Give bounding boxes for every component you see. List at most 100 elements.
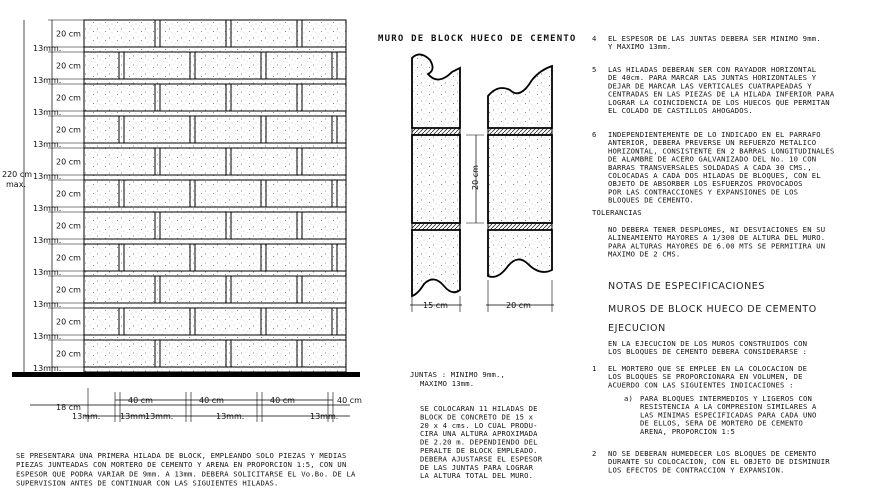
- center-note-line: DE 2.20 m. DEPENDIENDO DEL: [420, 438, 538, 447]
- center-note-line: LA ALTURA TOTAL DEL MURO.: [420, 471, 533, 480]
- note-6-line: INDEPENDIENTEMENTE DE LO INDICADO EN EL …: [608, 130, 821, 139]
- left-note-line: PIEZAS JUNTEADAS CON MORTERO DE CEMENTO …: [16, 460, 347, 469]
- dim-13mm-4: 13mm.: [310, 412, 338, 421]
- height-label-max: max.: [6, 180, 26, 189]
- left-note-line: ESPESOR QUE PODRA VARIAR DE 9mm. A 13mm.…: [16, 469, 356, 478]
- section-left-joint-top: [411, 127, 461, 136]
- dim-40cm-2: 40 cm: [199, 396, 224, 405]
- course-height-label: 20 cm: [56, 318, 81, 327]
- left-bottom-notes: SE PRESENTARA UNA PRIMERA HILADA DE BLOC…: [16, 451, 356, 488]
- note-4-line: Y MAXIMO 13mm.: [608, 42, 671, 51]
- note-4-line: EL ESPESOR DE LAS JUNTAS DEBERA SER MINI…: [608, 34, 821, 43]
- note-6-line: BLOQUES DE CEMENTO.: [608, 196, 694, 205]
- note-6-line: POR LAS CONTRACCIONES Y EXPANSIONES DE L…: [608, 187, 798, 196]
- note-a-line: PARA BLOQUES INTERMEDIOS Y LIGEROS CON: [640, 394, 812, 403]
- joint-thickness-label: 13mm.: [33, 140, 61, 149]
- joints-note-line-1: JUNTAS : MINIMO 9mm.,: [410, 370, 505, 379]
- section-right-bottom-block: [487, 229, 553, 278]
- joint-thickness-label: 13mm.: [33, 44, 61, 53]
- note-a-line: ARENA, PROPORCION 1:5: [640, 427, 735, 436]
- bottom-dimension-chain: 18 cm 13mm. 40 cm 40 cm 40 cm 40 cm 13mm…: [30, 388, 362, 422]
- center-note-line: DE LAS JUNTAS PARA LOGRAR: [420, 463, 534, 472]
- joint-thickness-label: 13mm.: [33, 236, 61, 245]
- note-5-line: EL COLADO DE CASTILLOS AHOGADOS.: [608, 106, 753, 115]
- center-note-line: DEBERA AJUSTARSE EL ESPESOR: [420, 454, 543, 463]
- center-note-line: 20 x 4 cms. LO CUAL PRODU-: [420, 421, 538, 430]
- course-height-label: 20 cm: [56, 30, 81, 39]
- height-label-220: 220 cm: [2, 170, 32, 179]
- joint-thickness-label: 13mm.: [33, 300, 61, 309]
- joint-thickness-label: 13mm.: [33, 364, 61, 373]
- dim-13mm-3: 13mm.: [216, 412, 244, 421]
- section-left-middle-block: [411, 134, 461, 224]
- left-note-line: SE PRESENTARA UNA PRIMERA HILADA DE BLOC…: [16, 451, 347, 460]
- joint-thickness-label: 13mm.: [33, 332, 61, 341]
- note-1-line: ACUERDO CON LAS SIGUIENTES INDICACIONES …: [608, 380, 794, 389]
- tolerancias-line: MAXIMO DE 2 CMS.: [608, 250, 680, 259]
- joint-thickness-label: 13mm.: [33, 204, 61, 213]
- note-2-number: 2: [592, 449, 597, 458]
- note-5-line: DE 40cm. PARA MARCAR LAS JUNTAS HORIZONT…: [608, 73, 817, 82]
- section-right-joint-top: [487, 127, 553, 136]
- note-6-line: DE ALAMBRE DE ACERO GALVANIZADO DEL No. …: [608, 155, 816, 164]
- note-1-line: EL MORTERO QUE SE EMPLEE EN LA COLOCACIO…: [608, 364, 807, 373]
- course-height-label: 20 cm: [56, 126, 81, 135]
- section-left-joint-bottom: [411, 222, 461, 231]
- joint-thickness-label: 13mm.: [33, 268, 61, 277]
- wall-elevation: [12, 19, 360, 377]
- course-height-label: 20 cm: [56, 350, 81, 359]
- course-height-label: 20 cm: [56, 190, 81, 199]
- note-a-number: a): [624, 394, 633, 403]
- note-6-line: ANTERIOR, DEBERA PREVERSE UN REFUERZO ME…: [608, 138, 816, 147]
- dim-40cm-3: 40 cm: [270, 396, 295, 405]
- note-1-number: 1: [592, 364, 597, 373]
- course-height-label: 20 cm: [56, 222, 81, 231]
- note-6-line: HORIZONTAL, CONSISTENTE EN 2 BARRAS LONG…: [608, 146, 834, 155]
- note-a-line: DE ELLOS, SERA DE MORTERO DE CEMENTO: [640, 419, 803, 428]
- spec-heading-3: EJECUCION: [608, 323, 666, 334]
- wall-courses: [84, 20, 346, 373]
- joint-thickness-label: 13mm.: [33, 108, 61, 117]
- spec-heading-1: NOTAS DE ESPECIFICACIONES: [608, 281, 765, 292]
- note-5-line: LAS HILADAS DEBERAN SER CON RAYADOR HORI…: [608, 65, 816, 74]
- note-5-line: DEJAR DE MARCAR LAS VERTICALES CUATRAPEA…: [608, 81, 812, 90]
- course-height-label: 20 cm: [56, 62, 81, 71]
- note-a-line: LAS MINIMAS ESPECIFICADAS PARA CADA UNO: [640, 410, 817, 419]
- dim-40cm-4: 40 cm: [337, 396, 362, 405]
- section-width-left: 15 cm: [423, 301, 448, 310]
- dim-18cm: 18 cm: [56, 403, 81, 412]
- center-note-line: SE COLOCARAN 11 HILADAS DE: [420, 404, 538, 413]
- dim-13mm-left: 13mm.: [72, 412, 100, 421]
- note-2-line: DURANTE SU COLOCACION, CON EL OBJETO DE …: [608, 457, 830, 466]
- ground-line: [12, 372, 360, 377]
- intro-line: LOS BLOQUES DE CEMENTO DEBERA CONSIDERAR…: [608, 347, 807, 356]
- center-note-line: BLOCK DE CONCRETO DE 15 x: [420, 412, 534, 421]
- section-left-top-block: [411, 53, 461, 129]
- section-right-top-block: [487, 64, 553, 129]
- note-5-number: 5: [592, 65, 597, 74]
- note-6-line: OBJETO DE ABSORBER LOS ESFUERZOS PROVOCA…: [608, 179, 803, 188]
- wall-background: [83, 19, 347, 373]
- section-right-middle-block: [487, 134, 553, 224]
- drawing-title: MURO DE BLOCK HUECO DE CEMENTO: [378, 34, 577, 44]
- dim-13mm-2: 13mm.: [145, 412, 173, 421]
- tolerancias-line: PARA ALTURAS MAYORES DE 6.00 MTS SE PERM…: [608, 241, 825, 250]
- intro-line: EN LA EJECUCION DE LOS MUROS CONSTRUIDOS…: [608, 339, 807, 348]
- tolerancias-line: ALINEAMIENTO MAYORES A 1/300 DE ALTURA D…: [608, 233, 825, 242]
- tolerancias-line: NO DEBERA TENER DESPLOMES, NI DESVIACION…: [608, 225, 825, 234]
- left-dimension-chain: 220 cm max. 20 cm 13mm. 20 cm 13mm. 20 cm 13m…: [2, 19, 84, 373]
- section-left-bottom-block: [411, 229, 461, 298]
- note-2-line: NO SE DEBERAN HUMEDECER LOS BLOQUES DE C…: [608, 449, 816, 458]
- block-section-detail: 20 cm 15 cm 20 cm: [410, 53, 554, 312]
- spec-heading-2: MUROS DE BLOCK HUECO DE CEMENTO: [608, 304, 817, 315]
- tolerancias-title: TOLERANCIAS: [592, 208, 642, 217]
- note-2-line: LOS EFECTOS DE CONTRACCION Y EXPANSION.: [608, 465, 785, 474]
- note-a-line: RESISTENCIA A LA COMPRESION SIMILARES A: [640, 402, 817, 411]
- section-right-joint-bottom: [487, 222, 553, 231]
- note-5-line: CENTRADAS EN LAS PIEZAS DE LA HILADA INF…: [608, 90, 835, 99]
- joint-thickness-label: 13mm.: [33, 76, 61, 85]
- course-height-label: 20 cm: [56, 94, 81, 103]
